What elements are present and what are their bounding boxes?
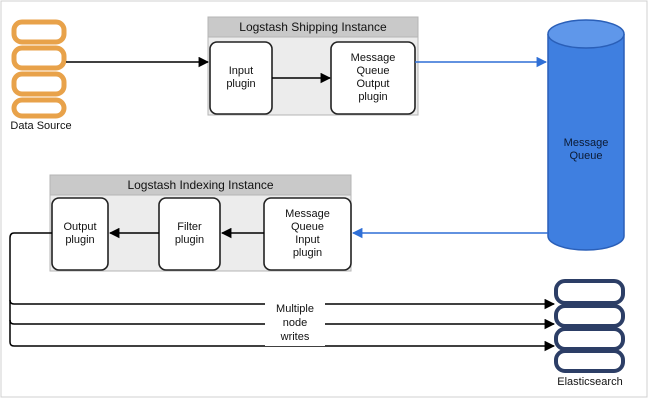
write-line-1 — [9, 232, 556, 352]
write-line-2 — [9, 298, 556, 310]
mq-output-plugin-box — [330, 41, 416, 115]
write-line-3 — [9, 318, 556, 330]
mq-input-plugin-box — [263, 197, 352, 271]
elasticsearch-icon — [554, 279, 625, 373]
output-plugin-box — [51, 197, 109, 271]
data-source-icon — [11, 19, 67, 119]
message-queue-cylinder — [547, 19, 625, 251]
input-plugin-box — [209, 41, 273, 115]
filter-plugin-box — [158, 197, 221, 271]
